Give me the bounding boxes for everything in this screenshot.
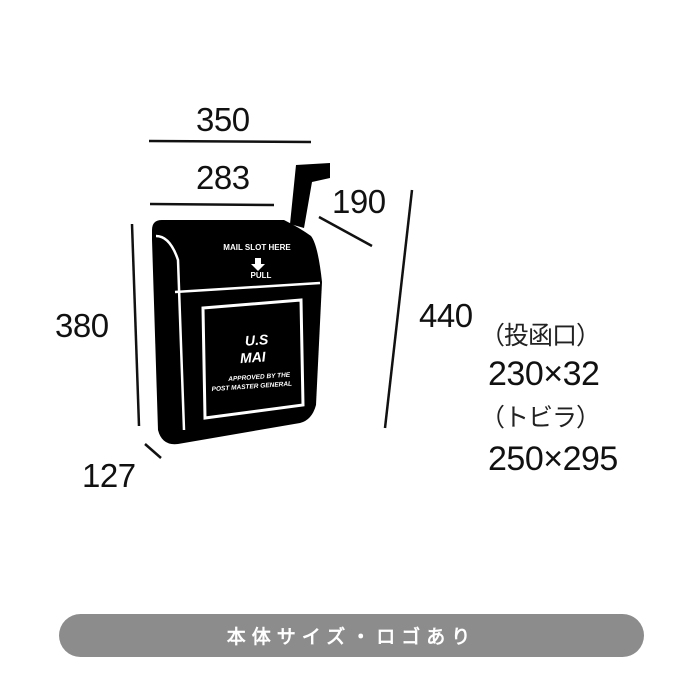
flag-icon: [290, 163, 330, 228]
dimension-total-height: 440: [419, 297, 473, 334]
approved-line1: APPROVED BY THE: [227, 372, 291, 383]
depth-127-line: [144, 443, 162, 459]
slot-label: （投函口）: [480, 321, 601, 350]
depth-190-line: [318, 215, 373, 248]
caption-text: 本体サイズ・ロゴあり: [226, 626, 477, 648]
pull-text: PULL: [251, 271, 272, 280]
mail-slot-text: MAIL SLOT HERE: [223, 243, 291, 252]
dimension-body-depth: 127: [82, 457, 136, 494]
dimension-body-width: 283: [196, 159, 250, 196]
dimension-flag-depth: 190: [332, 183, 386, 220]
dimension-total-width: 350: [196, 101, 250, 138]
dimension-body-height: 380: [55, 307, 109, 344]
mailbox-body: [152, 220, 322, 445]
width-350-line: [148, 139, 312, 144]
door-label: （トビラ）: [480, 403, 601, 432]
logo-line1: U.S: [244, 331, 269, 349]
logo-line2: MAI: [239, 348, 267, 366]
width-283-line: [149, 202, 275, 207]
door-size: 250×295: [488, 440, 618, 478]
height-440-line: [383, 189, 414, 429]
caption-pill: 本体サイズ・ロゴあり: [59, 614, 644, 657]
height-380-line: [130, 223, 141, 427]
arrow-down-icon: [251, 258, 265, 271]
door-panel: [201, 298, 305, 420]
slot-size: 230×32: [488, 355, 600, 393]
